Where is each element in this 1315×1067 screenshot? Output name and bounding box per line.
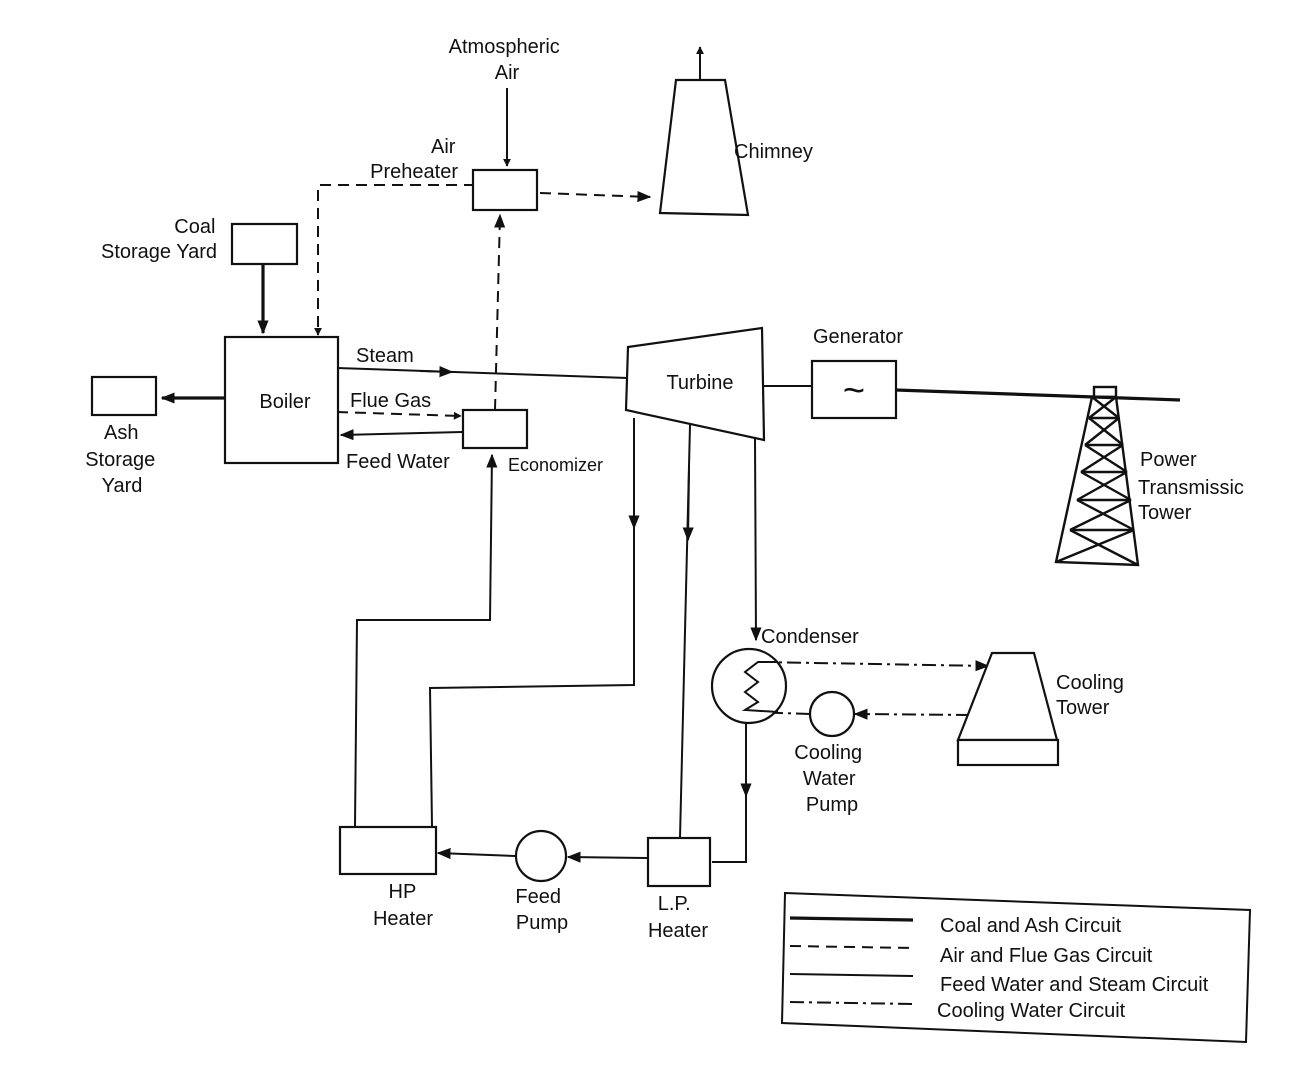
coal-storage-yard-label: Coal Storage Yard bbox=[101, 216, 221, 263]
economizer-box bbox=[461, 408, 529, 450]
power-line bbox=[895, 388, 1181, 402]
legend-swatch-solid bbox=[789, 973, 914, 977]
pump-to-condenser-line bbox=[747, 711, 811, 715]
power-transmission-tower-label: Power Transmissic Tower bbox=[1138, 449, 1250, 524]
ash-storage-yard-label: Ash Storage Yard bbox=[85, 422, 161, 497]
hp-heater-to-economizer-line bbox=[354, 453, 498, 827]
flue-gas-to-preheater-line bbox=[494, 213, 506, 411]
cooling-tower-to-pump-line bbox=[853, 708, 971, 720]
legend-swatch-dashed bbox=[789, 945, 914, 949]
legend-label: Air and Flue Gas Circuit bbox=[940, 945, 1153, 967]
legend-label: Cooling Water Circuit bbox=[937, 1000, 1126, 1022]
legend-frame bbox=[780, 891, 1252, 1044]
chimney-shape bbox=[658, 78, 750, 217]
boiler-box bbox=[223, 335, 340, 465]
legend-item-feed-water-steam: Feed Water and Steam Circuit bbox=[789, 973, 1209, 996]
legend-label: Feed Water and Steam Circuit bbox=[940, 974, 1209, 996]
lp-heater-to-feed-pump-line bbox=[566, 851, 649, 863]
lp-heater-label: L.P. Heater bbox=[648, 893, 708, 942]
steam-arrow bbox=[419, 366, 454, 378]
condenser-circle bbox=[710, 647, 788, 725]
legend-label: Coal and Ash Circuit bbox=[940, 915, 1122, 937]
legend-item-coal-ash: Coal and Ash Circuit bbox=[789, 915, 1122, 937]
cooling-tower-shape bbox=[956, 651, 1059, 742]
air-preheater-label: Air Preheater bbox=[370, 136, 461, 183]
air-preheater-box bbox=[471, 168, 539, 212]
hp-extraction-line bbox=[428, 418, 635, 827]
flue-gas-to-chimney-line bbox=[539, 190, 652, 203]
labels: Atmospheric Air Air Preheater Chimney Co… bbox=[85, 36, 1250, 942]
turbine-shape bbox=[624, 326, 766, 442]
preheated-air-to-boiler-line bbox=[314, 184, 475, 336]
chimney-label: Chimney bbox=[734, 141, 813, 163]
atmospheric-air-label: Atmospheric Air bbox=[449, 36, 566, 84]
flue-gas-to-economizer-line bbox=[336, 411, 462, 420]
coal-storage-yard-box bbox=[230, 222, 299, 266]
lp-heater-box bbox=[646, 836, 712, 888]
components: ~ bbox=[90, 78, 1140, 888]
condensate-line bbox=[712, 723, 747, 863]
hp-heater-label: HP Heater bbox=[373, 881, 433, 930]
steam-label: Steam bbox=[356, 345, 414, 367]
feed-water-label: Feed Water bbox=[346, 451, 450, 473]
legend-swatch-dash-dot bbox=[789, 1001, 914, 1005]
cooling-water-pump-circle bbox=[808, 690, 856, 738]
legend-item-air-flue-gas: Air and Flue Gas Circuit bbox=[789, 945, 1153, 967]
generator-box bbox=[810, 359, 898, 420]
generator-label: Generator bbox=[813, 326, 903, 348]
economizer-label: Economizer bbox=[508, 455, 603, 475]
legend-swatch-thick-solid bbox=[789, 916, 914, 922]
turbine-label: Turbine bbox=[666, 372, 733, 394]
feed-pump-circle bbox=[514, 829, 568, 883]
feed-water-to-boiler-line bbox=[339, 429, 463, 441]
flow-lines bbox=[160, 46, 1181, 863]
ash-storage-yard-box bbox=[90, 375, 158, 417]
exhaust-to-condenser-line bbox=[750, 437, 762, 642]
boiler-label: Boiler bbox=[259, 391, 310, 413]
feed-pump-to-hp-heater-line bbox=[436, 847, 516, 860]
lp-extraction-arrow bbox=[682, 469, 694, 542]
steam-line bbox=[336, 367, 629, 379]
cooling-water-pump-label: Cooling Water Pump bbox=[794, 742, 867, 816]
cooling-tower-base bbox=[956, 738, 1060, 767]
feed-pump-label: Feed Pump bbox=[515, 886, 568, 934]
power-transmission-tower-icon bbox=[1054, 385, 1140, 567]
cooling-tower-label: Cooling Tower bbox=[1056, 672, 1129, 719]
flue-gas-label: Flue Gas bbox=[350, 390, 431, 412]
legend: Coal and Ash Circuit Air and Flue Gas Ci… bbox=[780, 891, 1252, 1044]
condenser-to-cooling-tower-line bbox=[759, 660, 990, 672]
condenser-coil-icon bbox=[741, 661, 779, 713]
condenser-label: Condenser bbox=[761, 626, 859, 648]
hp-heater-box bbox=[338, 825, 438, 876]
generator-symbol: ~ bbox=[843, 370, 865, 412]
legend-item-cooling-water: Cooling Water Circuit bbox=[789, 1000, 1126, 1022]
